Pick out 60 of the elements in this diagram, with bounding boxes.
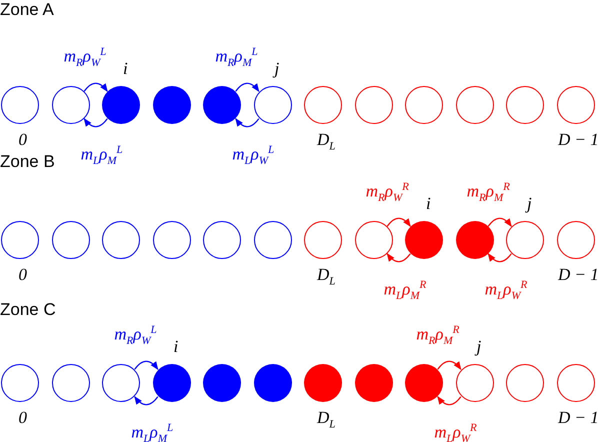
site-index-label: D$_{L}$ bbox=[317, 131, 336, 154]
filled-site-circle bbox=[405, 221, 443, 259]
hop-arrow bbox=[134, 396, 158, 406]
particle-label: i bbox=[123, 60, 128, 78]
zone-heading: Zone B bbox=[0, 152, 55, 172]
empty-site-circle bbox=[405, 86, 443, 124]
filled-site-circle bbox=[203, 364, 241, 402]
filled-site-circle bbox=[102, 86, 140, 124]
empty-site-circle bbox=[304, 86, 342, 124]
empty-site-circle bbox=[102, 221, 140, 259]
site-index-label: D$_{L}$ bbox=[317, 409, 336, 432]
site-index-label: 0 bbox=[18, 409, 27, 427]
empty-site-circle bbox=[354, 221, 392, 259]
empty-site-circle bbox=[152, 221, 190, 259]
filled-site-circle bbox=[456, 221, 494, 259]
filled-site-circle bbox=[405, 364, 443, 402]
site-index-label: 0 bbox=[18, 131, 27, 149]
site-index-label: D − 1 bbox=[558, 409, 598, 427]
particle-label: j bbox=[274, 60, 280, 78]
empty-site-circle bbox=[1, 221, 39, 259]
empty-site-circle bbox=[304, 221, 342, 259]
empty-site-circle bbox=[456, 86, 494, 124]
empty-site-circle bbox=[506, 221, 544, 259]
empty-site-circle bbox=[1, 364, 39, 402]
particle-label: i bbox=[426, 195, 431, 213]
empty-site-circle bbox=[506, 364, 544, 402]
filled-site-circle bbox=[152, 86, 190, 124]
particle-label: j bbox=[527, 195, 532, 213]
empty-site-circle bbox=[254, 221, 292, 259]
empty-site-circle bbox=[102, 364, 140, 402]
site-index-label: D − 1 bbox=[558, 131, 598, 149]
site-index-label: D$_{L}$ bbox=[317, 266, 336, 290]
hop-arrow bbox=[84, 118, 108, 128]
empty-site-circle bbox=[506, 86, 544, 124]
filled-site-circle bbox=[354, 364, 392, 402]
filled-site-circle bbox=[304, 364, 342, 402]
filled-site-circle bbox=[152, 364, 190, 402]
empty-site-circle bbox=[52, 221, 90, 259]
particle-label: i bbox=[174, 338, 178, 356]
particle-label: j bbox=[476, 338, 482, 356]
empty-site-circle bbox=[254, 86, 292, 124]
empty-site-circle bbox=[203, 221, 241, 259]
empty-site-circle bbox=[52, 364, 90, 402]
hop-arrow bbox=[488, 218, 512, 227]
empty-site-circle bbox=[1, 86, 39, 124]
empty-site-circle bbox=[556, 364, 594, 402]
zone-heading: Zone C bbox=[0, 300, 56, 320]
empty-site-circle bbox=[354, 86, 392, 124]
hop-arrow bbox=[386, 253, 411, 262]
filled-site-circle bbox=[203, 86, 241, 124]
empty-site-circle bbox=[556, 221, 594, 259]
filled-site-circle bbox=[254, 364, 292, 402]
hop-arrow bbox=[235, 82, 260, 92]
site-index-label: 0 bbox=[18, 266, 27, 284]
empty-site-circle bbox=[456, 364, 494, 402]
hop-arrow bbox=[437, 360, 462, 370]
empty-site-circle bbox=[556, 86, 594, 124]
zone-heading: Zone A bbox=[0, 0, 54, 20]
site-index-label: D − 1 bbox=[558, 266, 598, 284]
empty-site-circle bbox=[52, 86, 90, 124]
